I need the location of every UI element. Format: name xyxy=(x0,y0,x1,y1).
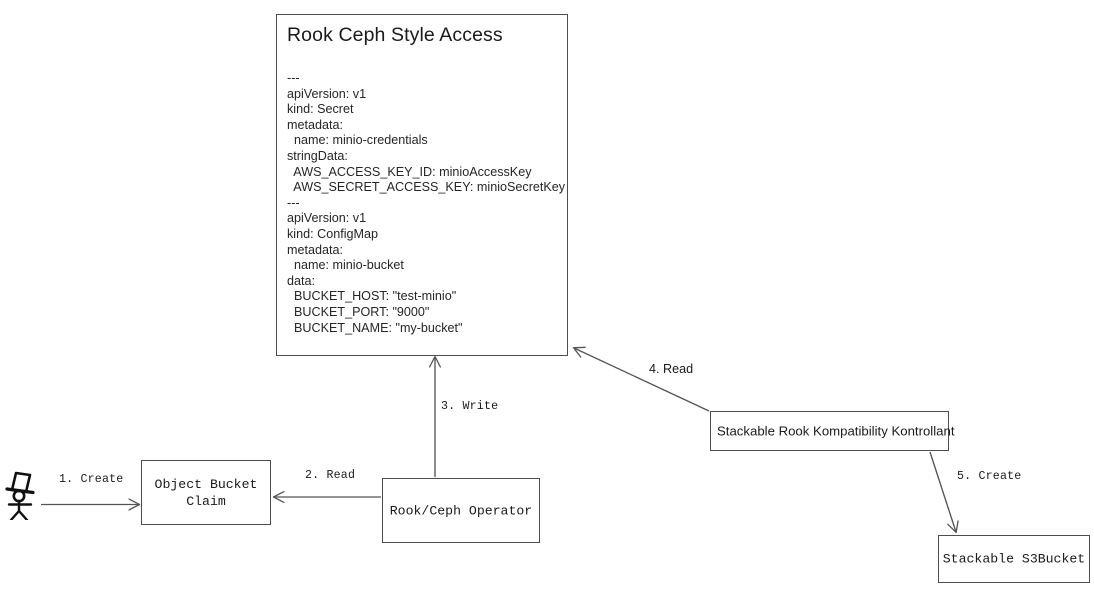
yaml-line: name: minio-bucket xyxy=(287,258,404,273)
node-label: Stackable Rook Kompatibility Kontrollant xyxy=(717,423,955,439)
yaml-line: AWS_SECRET_ACCESS_KEY: minioSecretKey xyxy=(287,180,566,195)
node-label: Stackable S3Bucket xyxy=(942,551,1086,567)
edge-label-2-read: 2. Read xyxy=(305,469,356,482)
yaml-line: kind: Secret xyxy=(287,102,354,117)
node-rook-ceph-operator[interactable]: Rook/Ceph Operator xyxy=(382,478,540,543)
edge-5-create xyxy=(929,451,956,532)
yaml-line: apiVersion: v1 xyxy=(287,86,367,101)
edge-label-1-create: 1. Create xyxy=(59,473,124,486)
edge-label-5-create: 5. Create xyxy=(957,470,1022,483)
actor-stick-figure-icon xyxy=(5,471,35,520)
edge-label-3-write: 3. Write xyxy=(441,400,499,413)
node-object-bucket-claim[interactable]: Object Bucket Claim xyxy=(141,460,271,525)
node-label: Object Bucket Claim xyxy=(154,476,258,509)
node-label: Rook/Ceph Operator xyxy=(389,503,533,518)
edge-label-4-read: 4. Read xyxy=(649,362,694,376)
node-stackable-rook-kompatibility-kontrollant[interactable]: Stackable Rook Kompatibility Kontrollant xyxy=(710,411,955,451)
yaml-line: BUCKET_PORT: "9000" xyxy=(287,304,430,319)
yaml-line: kind: ConfigMap xyxy=(287,226,379,241)
yaml-line: BUCKET_NAME: "my-bucket" xyxy=(287,320,463,335)
yaml-line: AWS_ACCESS_KEY_ID: minioAccessKey xyxy=(287,164,532,179)
yaml-line: apiVersion: v1 xyxy=(287,211,367,226)
node-title: Rook Ceph Style Access xyxy=(287,24,503,46)
yaml-line: data: xyxy=(287,273,316,288)
node-stackable-s3bucket[interactable]: Stackable S3Bucket xyxy=(938,535,1090,583)
edge-4-read xyxy=(574,348,710,412)
yaml-line: metadata: xyxy=(287,242,344,257)
node-rook-ceph-style-access[interactable]: Rook Ceph Style Access ---apiVersion: v1… xyxy=(276,14,568,356)
yaml-line: --- xyxy=(287,195,300,210)
yaml-line: metadata: xyxy=(287,117,344,132)
yaml-line: name: minio-credentials xyxy=(287,133,428,148)
yaml-line: stringData: xyxy=(287,148,348,163)
yaml-line: BUCKET_HOST: "test-minio" xyxy=(287,289,457,304)
yaml-line: --- xyxy=(287,71,300,85)
